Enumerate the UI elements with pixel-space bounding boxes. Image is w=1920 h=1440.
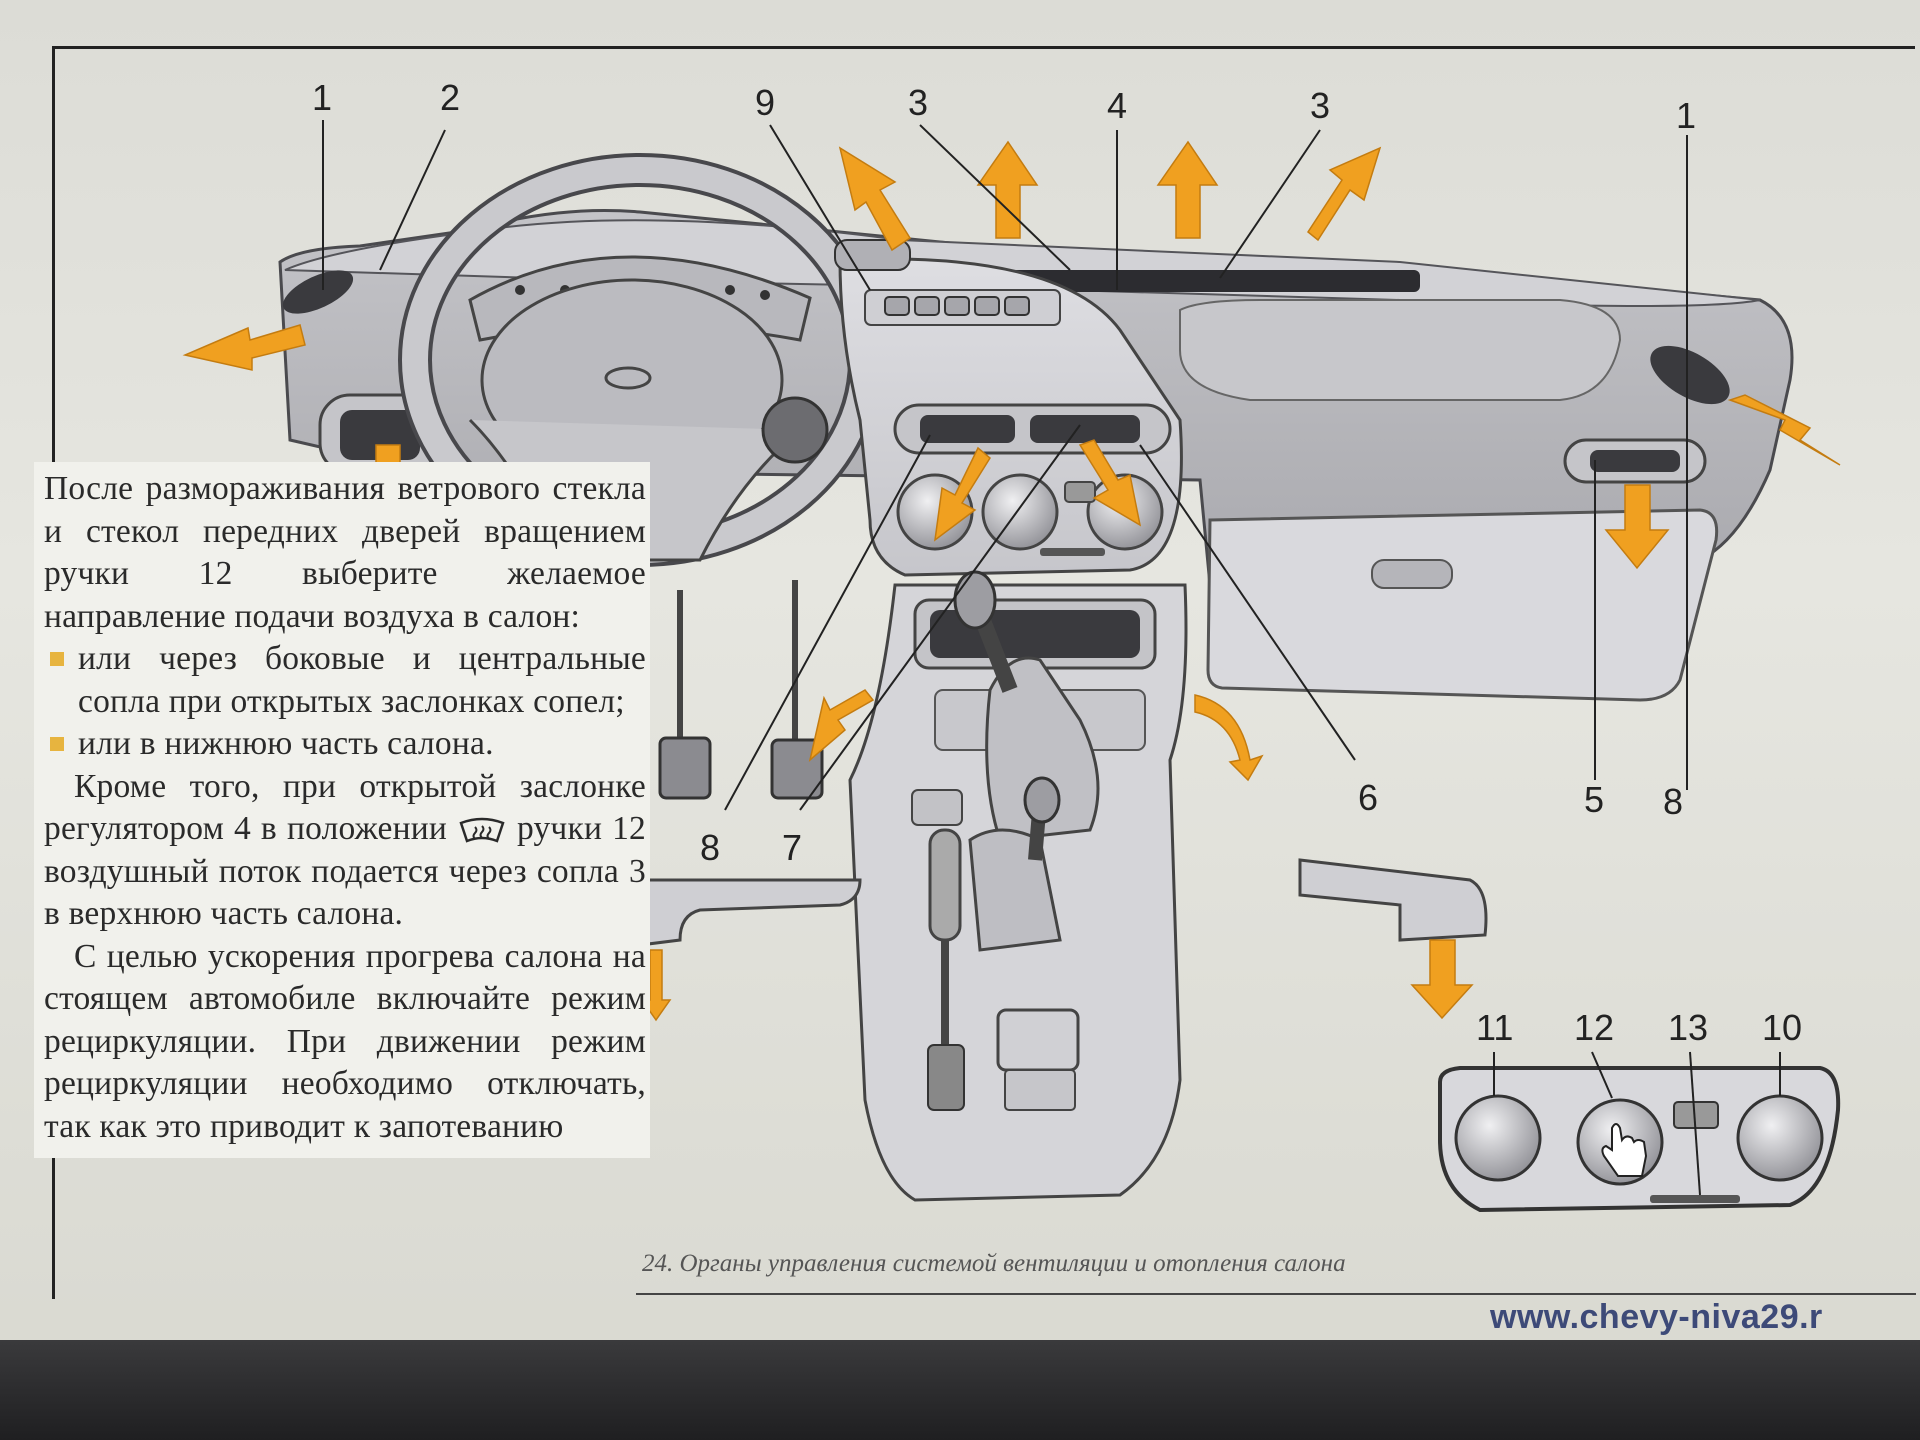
arrow-center-left: [934, 446, 991, 542]
arrow-defrost-2: [976, 140, 1039, 239]
dashboard-diagram: 1 2 9 3 4 3 1 8 7 6 5 8 11 12 13 10: [182, 77, 1841, 1213]
glovebox-handle: [1371, 559, 1453, 589]
gear-knob: [953, 570, 997, 630]
hand-pointer-icon: [1601, 1123, 1648, 1177]
radio-buttons: [884, 296, 1030, 316]
heater-control-inset: [1438, 1066, 1841, 1213]
callout-1-left: 1: [312, 77, 332, 118]
console-socket: [1004, 1069, 1076, 1111]
bullet-marker: [50, 737, 64, 751]
callout-10: 10: [1762, 1007, 1802, 1048]
callout-6: 6: [1358, 777, 1378, 818]
arrow-defrost-4: [1306, 146, 1382, 242]
arrow-right-face: [1604, 484, 1670, 570]
slider-13: [1650, 1195, 1740, 1203]
arrow-floor-right: [1194, 694, 1264, 782]
center-vent-right-louver: [1030, 415, 1140, 443]
right-floor-duct: [1298, 858, 1488, 942]
glovebox: [1206, 508, 1719, 702]
knob-10: [1736, 1094, 1824, 1182]
left-side-vent: [282, 270, 354, 314]
gear-boot: [985, 656, 1100, 842]
arrow-floor-left: [808, 689, 875, 763]
callout-7: 7: [782, 827, 802, 868]
center-vent-left-louver: [920, 415, 1015, 443]
callout-8-left: 8: [700, 827, 720, 868]
bullet-1-text: или через боковые и центральные сопла пр…: [78, 640, 646, 720]
callout-9: 9: [755, 82, 775, 123]
handbrake-base: [927, 1044, 965, 1111]
transfer-knob: [1023, 776, 1061, 824]
temperature-slider: [1040, 548, 1105, 556]
callout-3-left: 3: [908, 82, 928, 123]
instruction-text: После размораживания ветрового стекла и …: [34, 462, 650, 1158]
callout-12: 12: [1574, 1007, 1614, 1048]
callout-5: 5: [1584, 779, 1604, 820]
defroster-vent-3: [1010, 270, 1420, 292]
windshield-defrost-icon: [459, 817, 505, 843]
arrow-floor-duct-right: [1410, 939, 1474, 1020]
website-watermark: www.chevy-niva29.r: [1490, 1298, 1823, 1336]
figure-caption: 24. Органы управления системой вентиляци…: [642, 1250, 1346, 1277]
paragraph-2: Кроме того, при открытой заслонке регуля…: [44, 766, 646, 936]
console-switch-block: [996, 1008, 1080, 1072]
right-face-vent-louver: [1590, 450, 1680, 472]
arrow-center-right: [1078, 439, 1142, 527]
callout-8-right: 8: [1663, 781, 1683, 822]
caption-divider: [636, 1293, 1916, 1295]
handbrake-button: [911, 789, 963, 826]
callout-13: 13: [1668, 1007, 1708, 1048]
pedals: [658, 580, 824, 800]
arrow-left-side: [182, 324, 306, 371]
callout-2: 2: [440, 77, 460, 118]
leader-lines: [322, 120, 1781, 1196]
bullet-2-text: или в нижнюю часть салона.: [78, 725, 494, 762]
arrow-defrost-3: [1156, 140, 1219, 239]
recirculation-button: [1064, 481, 1096, 503]
left-floor-duct: [638, 878, 862, 947]
bullet-marker: [50, 652, 64, 666]
bullet-item-2: или в нижнюю часть салона.: [44, 723, 646, 766]
right-side-vent: [1650, 345, 1730, 405]
monitor-bezel: [0, 1340, 1920, 1440]
callout-11: 11: [1476, 1007, 1513, 1048]
paragraph-2-end: ручки 12 воздушный поток подается через …: [44, 810, 646, 932]
arrow-right-side: [1727, 394, 1841, 466]
bullet-item-1: или через боковые и центральные сопла пр…: [44, 638, 646, 723]
callout-1-right: 1: [1676, 95, 1696, 136]
knob-11: [1454, 1094, 1542, 1182]
callout-3-right: 3: [1310, 85, 1330, 126]
paragraph-2-start: Кроме того, при открытой заслонке регуля…: [44, 767, 646, 848]
arrow-defrost-1: [838, 146, 912, 252]
callout-4: 4: [1107, 85, 1127, 126]
passenger-panel: [1179, 299, 1622, 401]
paragraph-3: С целью ускорения прогрева салона на сто…: [44, 937, 646, 1145]
paragraph-1: После размораживания ветрового стекла и …: [44, 470, 646, 635]
handbrake-handle: [928, 828, 962, 942]
